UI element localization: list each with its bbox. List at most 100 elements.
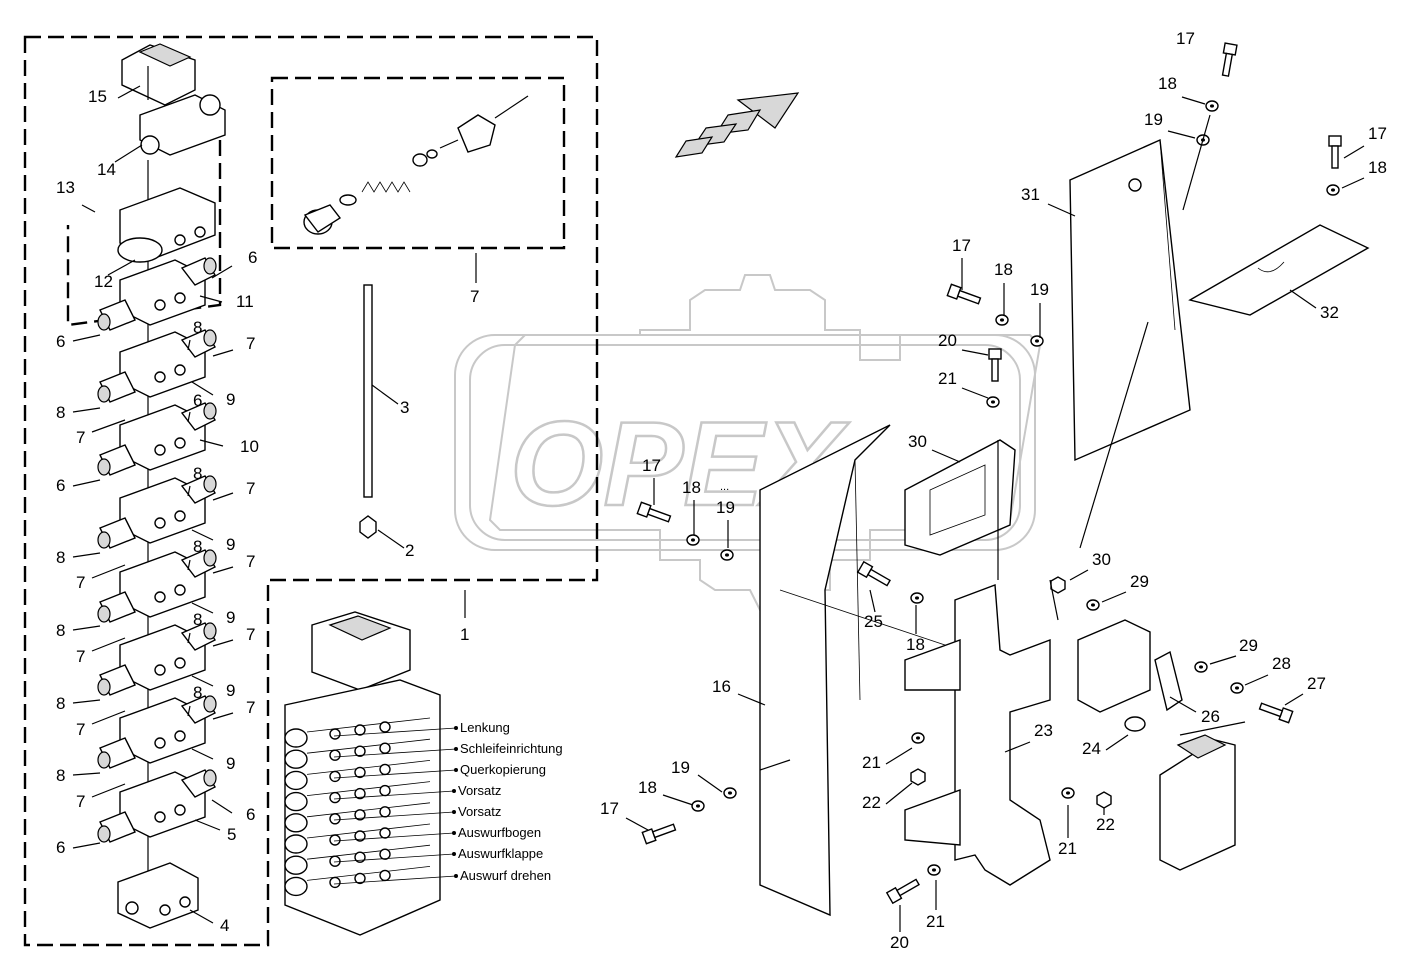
- leader-line: [91, 419, 126, 433]
- leader-line: [1289, 289, 1317, 309]
- callout-c7a: 7: [246, 334, 255, 353]
- leader-line: [194, 819, 221, 831]
- nut-icon: [1096, 791, 1112, 809]
- leader-line: [81, 204, 96, 213]
- bolt-icon: [885, 878, 920, 905]
- leader-line: [72, 772, 101, 776]
- callout-c6f: 6: [56, 838, 65, 857]
- leader-line: [199, 295, 223, 303]
- leader-line: [189, 909, 214, 924]
- block-port: [284, 728, 308, 748]
- block-port: [284, 791, 308, 812]
- callout-c8g: 8: [193, 610, 202, 629]
- block-port: [284, 749, 308, 769]
- callout-c8d: 8: [56, 548, 65, 567]
- callout-c21a: 21: [938, 369, 957, 388]
- callout-c6b: 6: [56, 332, 65, 351]
- leader-line: [1167, 130, 1196, 139]
- function-leader: [333, 790, 455, 800]
- callout-c13: 13: [56, 178, 75, 197]
- callout-c12: 12: [94, 272, 113, 291]
- callout-c17c: 17: [952, 236, 971, 255]
- callout-c18b: 18: [1368, 158, 1387, 177]
- callout-c28: 28: [1272, 654, 1291, 673]
- leader-line: [191, 529, 214, 541]
- block-port: [284, 770, 308, 791]
- leader-line: [1047, 203, 1076, 217]
- function-label: Auswurfklappe: [458, 846, 543, 861]
- callout-c8i: 8: [193, 683, 202, 702]
- leader-line: [885, 747, 913, 765]
- callout-c31: 31: [1021, 185, 1040, 204]
- callout-c30b: 30: [1092, 550, 1111, 569]
- function-label: Auswurfbogen: [458, 825, 541, 840]
- callout-c22a: 22: [862, 793, 881, 812]
- valve-module: [97, 402, 217, 476]
- callout-c18e: 18: [906, 635, 925, 654]
- callout-c6e: 6: [246, 805, 255, 824]
- callout-c9b: 9: [226, 535, 235, 554]
- function-leader: [333, 727, 457, 737]
- callout-c8b: 8: [56, 403, 65, 422]
- leader-line: [885, 782, 913, 805]
- leader-line: [1341, 177, 1365, 189]
- function-label: Lenkung: [460, 720, 510, 735]
- block-port: [284, 834, 308, 854]
- callout-c6d: 6: [56, 476, 65, 495]
- leader-line: [91, 783, 126, 798]
- callout-c23: 23: [1034, 721, 1053, 740]
- leader-line: [72, 407, 101, 413]
- valve-module: [97, 475, 217, 549]
- leader-line: [114, 144, 143, 163]
- valve-module: [97, 695, 217, 769]
- leader-line: [72, 625, 101, 631]
- valve-module: [97, 622, 217, 696]
- callout-c7d: 7: [76, 573, 85, 592]
- part-26-valve-block: [1077, 619, 1151, 713]
- callout-c8h: 8: [56, 694, 65, 713]
- callout-c6c: 6: [193, 391, 202, 410]
- callout-c7h: 7: [76, 720, 85, 739]
- leader-line: [1284, 693, 1304, 706]
- part-30-bracket: [904, 439, 1016, 556]
- function-label: Vorsatz: [458, 783, 501, 798]
- leader-line: [1004, 741, 1031, 753]
- callout-c19a: 19: [1144, 110, 1163, 129]
- leader-line: [212, 712, 234, 720]
- callout-c17e: 17: [600, 799, 619, 818]
- callout-c18d: 18: [682, 478, 701, 497]
- bolt-icon: [988, 348, 1002, 382]
- valve-block-illustration: [284, 611, 441, 936]
- callout-c8j: 8: [56, 766, 65, 785]
- callout-c21d: 21: [926, 912, 945, 931]
- callout-c8a: 8: [193, 318, 202, 337]
- callout-c25: 25: [864, 612, 883, 631]
- leader-line: [72, 699, 101, 704]
- callout-c29a: 29: [1130, 572, 1149, 591]
- bolt-icon: [1328, 135, 1342, 169]
- callout-c9c: 9: [226, 608, 235, 627]
- leader-line: [191, 602, 214, 614]
- callout-c21c: 21: [1058, 839, 1077, 858]
- leader-line: [72, 334, 101, 342]
- callout-c19c: 19: [1030, 280, 1049, 299]
- leader-line: [1343, 145, 1365, 159]
- bolt-icon: [1258, 702, 1294, 724]
- callout-c4: 4: [220, 916, 229, 935]
- callout-c17a: 17: [1176, 29, 1195, 48]
- leader-line: [961, 349, 989, 356]
- part-16-guard: [759, 424, 891, 917]
- leader-line: [199, 439, 224, 447]
- callout-c30a: 30: [908, 432, 927, 451]
- callout-c19d: 19: [716, 498, 735, 517]
- block-port: [284, 855, 308, 875]
- leader-line: [187, 705, 191, 717]
- leader-line: [1101, 591, 1127, 603]
- function-leader: [333, 811, 455, 821]
- callout-c11: 11: [236, 292, 254, 311]
- callout-c9e: 9: [226, 754, 235, 773]
- leader-line: [1209, 655, 1237, 665]
- function-label: Vorsatz: [458, 804, 501, 819]
- callout-c8e: 8: [193, 537, 202, 556]
- leader-lines: [72, 66, 1365, 932]
